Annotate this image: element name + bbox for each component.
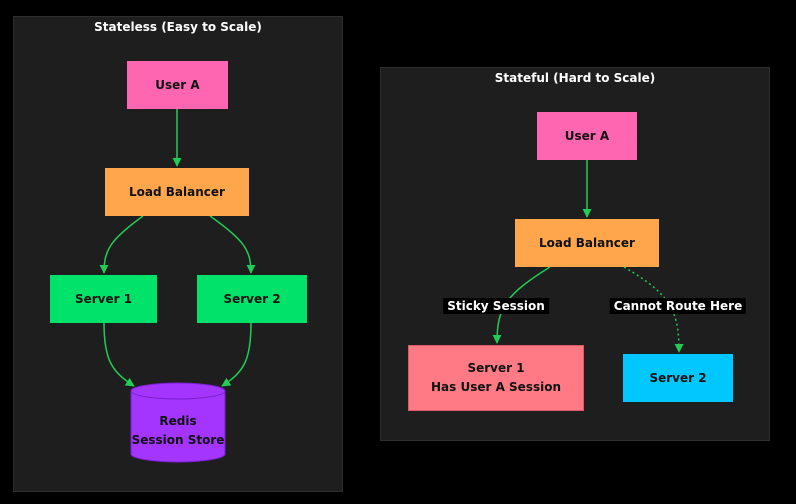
edge-server1-to-store	[103, 322, 135, 387]
stateless-user-a: User A	[127, 61, 228, 109]
stateless-server-2-label: Server 2	[223, 291, 281, 306]
stateless-load-balancer: Load Balancer	[105, 168, 249, 216]
redis-session-store-text: Redis Session Store	[131, 412, 225, 450]
stateless-title: Stateless (Easy to Scale)	[94, 20, 262, 34]
stateful-user-a: User A	[537, 112, 637, 160]
edge-cannot-route	[623, 266, 684, 353]
stateless-load-balancer-label: Load Balancer	[129, 184, 225, 199]
stateful-server-1: Server 1 Has User A Session	[408, 345, 584, 411]
stateless-server-1: Server 1	[50, 275, 157, 323]
session-store-label: Session Store	[131, 433, 225, 447]
stateful-load-balancer: Load Balancer	[515, 219, 659, 267]
edge-label-sticky-session: Sticky Session	[443, 298, 549, 314]
stateful-server-1-session-label: Has User A Session	[430, 380, 561, 394]
stateful-server-2: Server 2	[623, 354, 733, 402]
stateful-title: Stateful (Hard to Scale)	[494, 71, 656, 85]
redis-label: Redis	[159, 414, 197, 428]
stateful-load-balancer-label: Load Balancer	[539, 235, 635, 250]
stateful-server-2-label: Server 2	[649, 370, 707, 385]
stateful-user-a-label: User A	[564, 128, 610, 143]
edge-label-cannot-route: Cannot Route Here	[609, 298, 747, 314]
stateless-server-1-label: Server 1	[74, 291, 133, 306]
edge-lb-to-server2	[209, 215, 256, 274]
edge-server2-to-store	[221, 322, 252, 387]
stateless-user-a-label: User A	[155, 77, 200, 92]
stateless-server-2: Server 2	[197, 275, 307, 323]
edge-lb-to-server1	[99, 215, 144, 274]
stateful-server-1-label: Server 1	[467, 361, 525, 375]
